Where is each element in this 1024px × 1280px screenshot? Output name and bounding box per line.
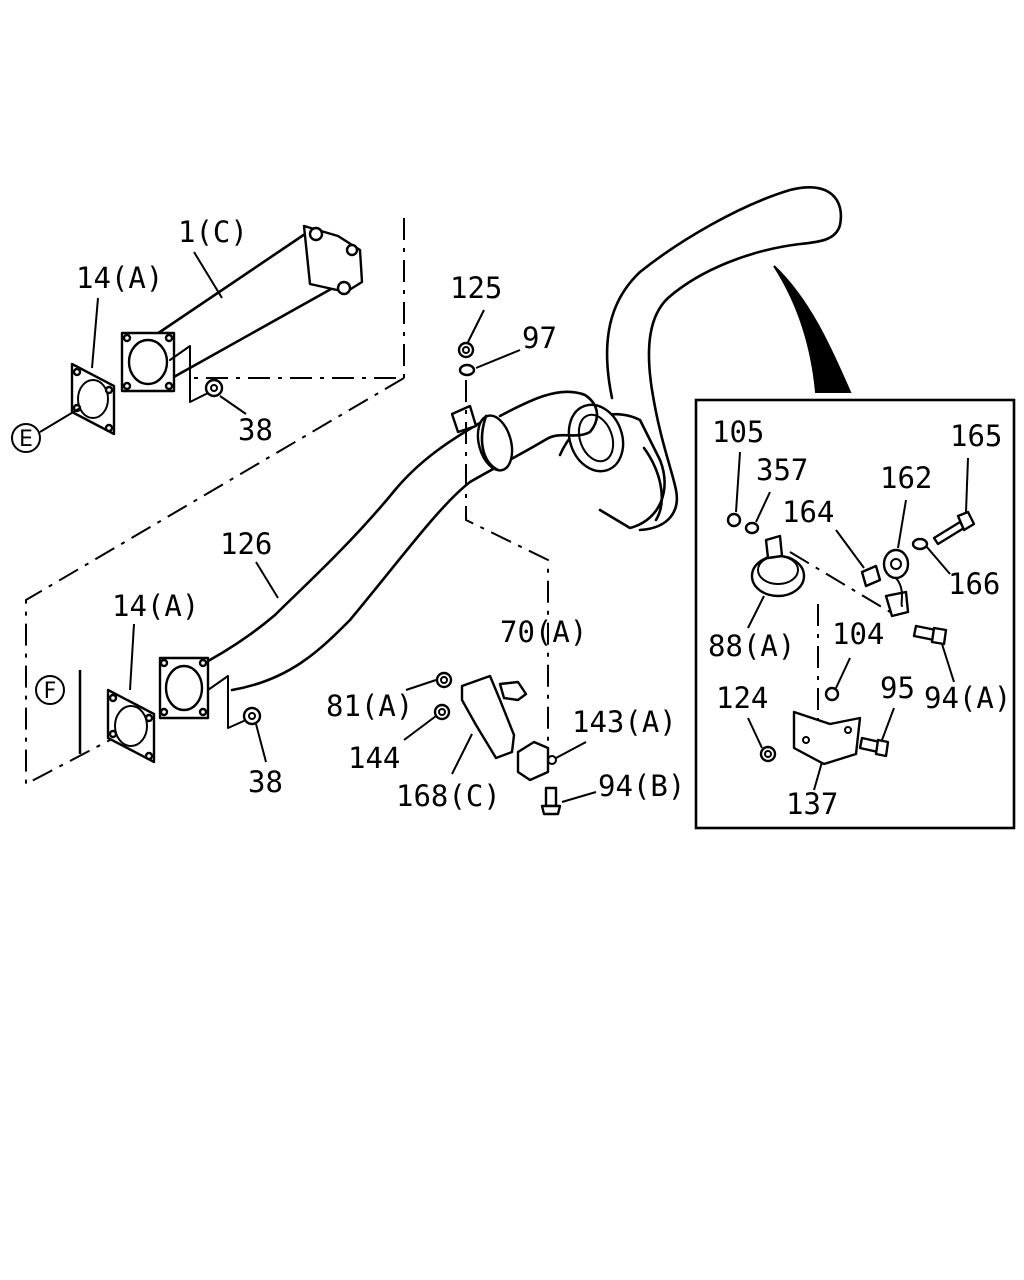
washer-97 — [458, 363, 476, 377]
label-162: 162 — [880, 461, 932, 495]
nut-38-top — [204, 378, 224, 398]
label-166: 166 — [948, 567, 1000, 601]
ref-f: F — [35, 675, 65, 705]
gasket-14a-top — [70, 362, 116, 436]
label-97: 97 — [522, 321, 557, 355]
label-81a: 81(A) — [326, 689, 413, 723]
label-14a-bottom: 14(A) — [112, 589, 199, 623]
nut-144 — [433, 703, 451, 721]
nut-81a — [435, 671, 453, 689]
label-88a: 88(A) — [708, 629, 795, 663]
leader-lines — [39, 251, 969, 803]
assembly-lines — [25, 218, 891, 786]
hanger-bracket-168c — [460, 674, 516, 760]
pipe-126-flange — [158, 656, 247, 729]
bolt-95 — [858, 736, 890, 758]
catalytic-converter — [558, 403, 666, 530]
detail-arrow — [773, 265, 852, 393]
label-357: 357 — [756, 453, 808, 487]
part-labels: 1(C) 14(A) 38 125 97 126 14(A) 38 70(A) … — [76, 215, 1011, 821]
washer-166 — [911, 537, 929, 551]
label-104: 104 — [832, 617, 884, 651]
clamp-stud — [450, 404, 478, 434]
pin-164 — [860, 564, 882, 588]
bolt-94b — [540, 786, 562, 816]
label-14a-top: 14(A) — [76, 261, 163, 295]
label-94a: 94(A) — [924, 681, 1011, 715]
clamp-88a — [750, 534, 806, 598]
nut-105 — [726, 512, 742, 528]
label-1c: 1(C) — [178, 215, 248, 249]
label-125: 125 — [450, 271, 502, 305]
label-126: 126 — [220, 527, 272, 561]
nut-125 — [457, 341, 475, 359]
nut-104 — [824, 686, 840, 702]
label-105: 105 — [712, 415, 764, 449]
label-38-bottom: 38 — [248, 765, 283, 799]
ref-e-text: E — [19, 427, 33, 452]
nut-124 — [759, 745, 777, 763]
nut-38-bottom — [242, 706, 262, 726]
label-70a: 70(A) — [500, 615, 587, 649]
label-38-top: 38 — [238, 413, 273, 447]
label-143a: 143(A) — [572, 705, 677, 739]
bracket-137 — [792, 710, 862, 766]
bolt-165 — [932, 510, 976, 546]
label-168c: 168(C) — [396, 779, 501, 813]
center-pipe-126 — [193, 390, 599, 692]
ref-e: E — [11, 423, 41, 453]
label-95: 95 — [880, 671, 915, 705]
bolt-70a — [498, 680, 528, 702]
label-94b: 94(B) — [598, 769, 685, 803]
label-124: 124 — [716, 681, 768, 715]
bolt-94a — [912, 624, 948, 646]
front-pipe-1c — [120, 224, 364, 403]
tail-pipe — [605, 186, 843, 532]
hanger-162 — [882, 548, 910, 618]
rubber-mount-143a — [516, 740, 557, 782]
gasket-14a-bottom — [106, 688, 156, 764]
label-144: 144 — [348, 741, 400, 775]
ref-f-text: F — [44, 679, 57, 704]
washer-357 — [744, 521, 760, 535]
label-137: 137 — [786, 787, 838, 821]
label-165: 165 — [950, 419, 1002, 453]
detail-box — [694, 398, 1016, 830]
label-164: 164 — [782, 495, 834, 529]
